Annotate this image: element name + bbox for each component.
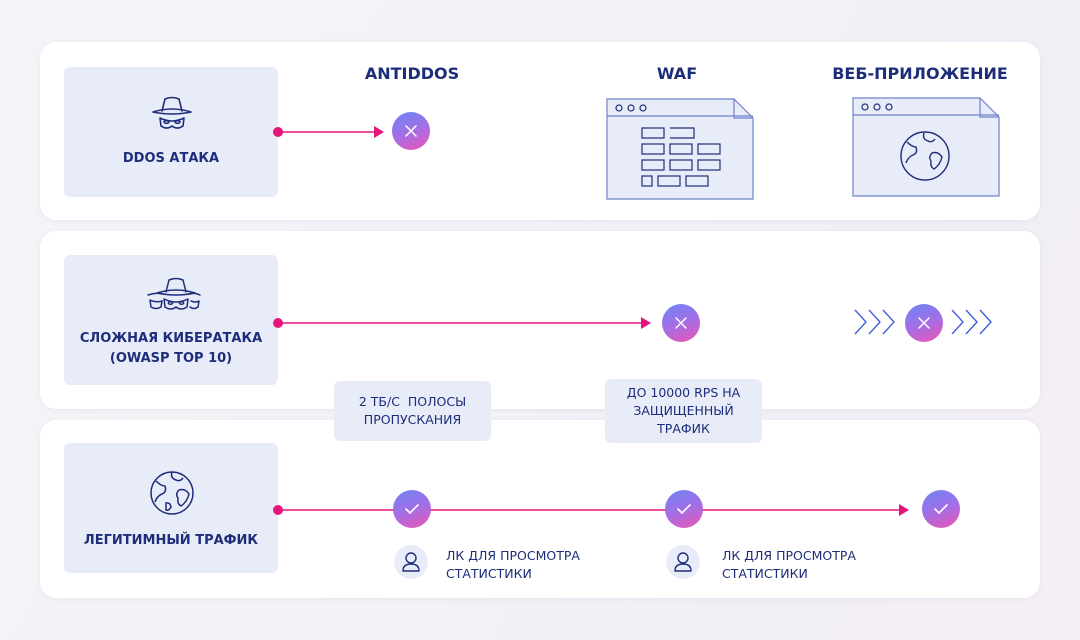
antiddos-header: ANTIDDOS [364, 64, 460, 83]
bandwidth-note: 2 ТБ/С ПОЛОСЫ ПРОПУСКАНИЯ [334, 381, 491, 441]
rps-note-line3: ТРАФИК [657, 421, 710, 436]
lk-text-1-line1: ЛК ДЛЯ ПРОСМОТРА [446, 548, 580, 563]
globe-icon [150, 471, 194, 515]
ddos-blocked-icon [392, 112, 430, 150]
rps-note-line2: ЗАЩИЩЕННЫЙ [633, 403, 734, 418]
spy-hat-icon [152, 96, 192, 129]
spy-group-icon [147, 277, 201, 310]
legit-label-box: ЛЕГИТИМНЫЙ ТРАФИК [64, 443, 278, 573]
antiddos-passed-icon [393, 490, 431, 528]
bandwidth-note-line2: ПРОПУСКАНИЯ [363, 412, 462, 427]
ddos-label: DDOS АТАКА [122, 151, 220, 166]
rps-note-line1: ДО 10000 RPS НА [626, 385, 741, 400]
lk-text-1: ЛК ДЛЯ ПРОСМОТРА СТАТИСТИКИ [446, 547, 580, 583]
legit-arrow [273, 504, 909, 516]
complex-arrow [273, 317, 651, 329]
webapp-window-icon [852, 97, 1000, 197]
webapp-header: ВЕБ-ПРИЛОЖЕНИЕ [832, 64, 1008, 83]
complex-label-box: СЛОЖНАЯ КИБЕРАТАКА (OWASP TOP 10) [64, 255, 278, 385]
legit-label: ЛЕГИТИМНЫЙ ТРАФИК [83, 533, 259, 548]
lk-text-2-line2: СТАТИСТИКИ [722, 566, 808, 581]
bandwidth-note-line1: 2 ТБ/С ПОЛОСЫ [358, 394, 467, 409]
webapp-blocked-icon [905, 304, 943, 342]
lk-text-2: ЛК ДЛЯ ПРОСМОТРА СТАТИСТИКИ [722, 547, 856, 583]
lk-avatar-1 [394, 545, 428, 579]
user-icon [402, 552, 420, 572]
lk-text-2-line1: ЛК ДЛЯ ПРОСМОТРА [722, 548, 856, 563]
row-legit-card: ЛЕГИТИМНЫЙ ТРАФИК ЛК ДЛЯ ПРОСМОТРА СТАТИ… [40, 420, 1040, 598]
waf-window-icon [606, 98, 754, 200]
waf-passed-icon [665, 490, 703, 528]
complex-label-line2: (OWASP TOP 10) [109, 351, 233, 366]
user-icon [674, 552, 692, 572]
webapp-passed-icon [922, 490, 960, 528]
rps-note: ДО 10000 RPS НА ЗАЩИЩЕННЫЙ ТРАФИК [605, 379, 762, 443]
waf-header: WAF [656, 64, 698, 83]
waf-blocked-icon [662, 304, 700, 342]
row-complex-card: СЛОЖНАЯ КИБЕРАТАКА (OWASP TOP 10) [40, 231, 1040, 409]
lk-avatar-2 [666, 545, 700, 579]
complex-label-line1: СЛОЖНАЯ КИБЕРАТАКА [79, 331, 263, 346]
chevrons-left-icon [854, 309, 895, 335]
row-ddos-card: DDOS АТАКА ANTIDDOS WAF ВЕБ-ПРИЛОЖЕНИЕ [40, 42, 1040, 220]
lk-text-1-line2: СТАТИСТИКИ [446, 566, 532, 581]
ddos-arrow [273, 126, 384, 138]
chevrons-right-icon [951, 309, 992, 335]
ddos-label-box: DDOS АТАКА [64, 67, 278, 197]
